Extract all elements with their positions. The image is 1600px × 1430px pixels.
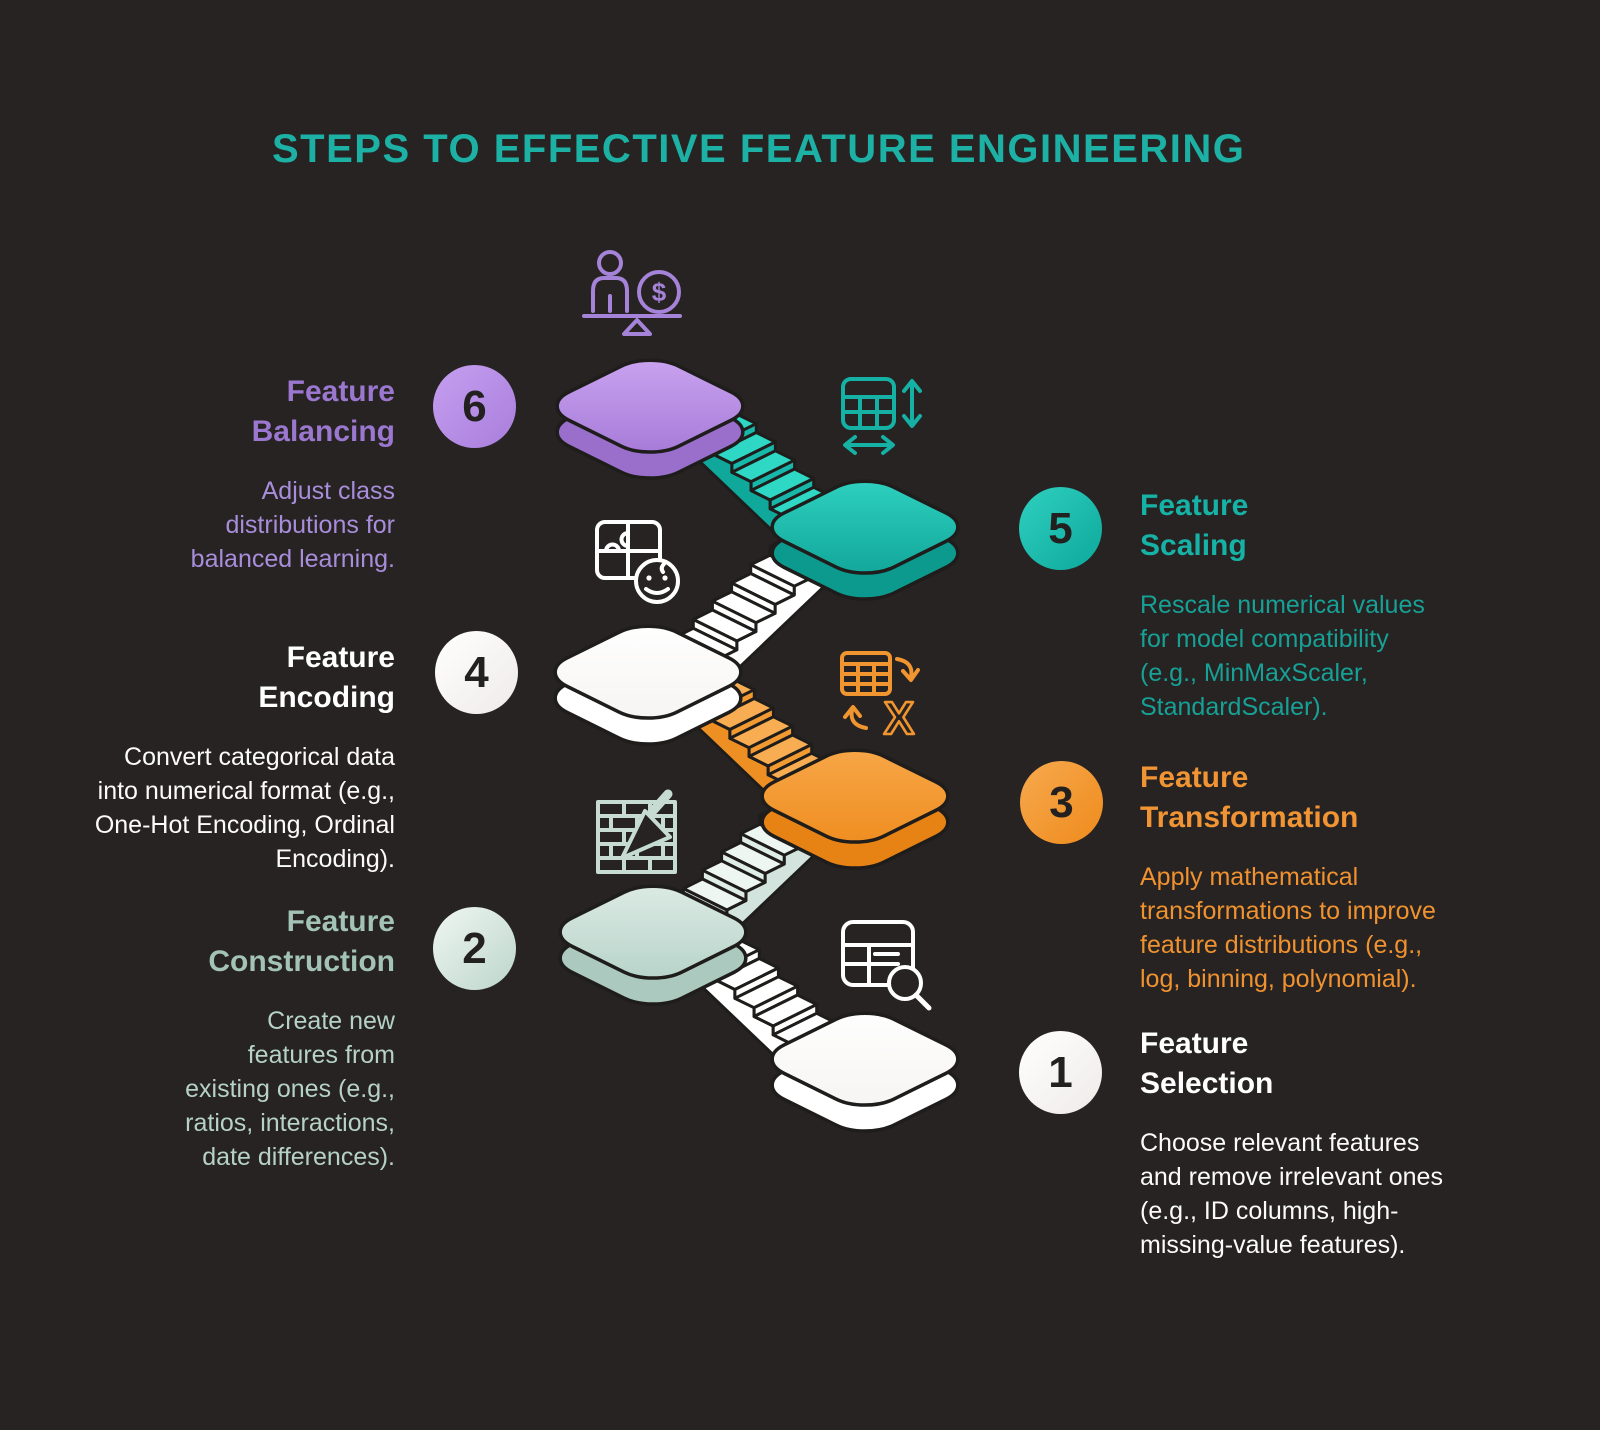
step-2-description: Create new features from existing ones (… [185,1007,395,1171]
platform-step-5 [755,473,974,607]
step-3-number: 3 [1049,777,1074,827]
step-1-description: Choose relevant features and remove irre… [1140,1129,1443,1259]
platform-step-1 [755,1005,974,1139]
step-5-number-badge: 5 [1019,487,1102,570]
step-6-number: 6 [462,381,487,431]
step-4-number-badge: 4 [435,631,518,714]
step-5-label: Feature Scaling Rescale numerical values… [1140,486,1425,724]
step-2-label: Feature Construction Create new features… [185,902,395,1174]
page-title: STEPS TO EFFECTIVE FEATURE ENGINEERING [272,126,1246,171]
step-6-description: Adjust class distributions for balanced … [190,477,395,573]
svg-text:$: $ [652,277,667,307]
step-6-title: Feature Balancing [251,375,395,448]
step-1-number: 1 [1048,1047,1073,1097]
step-5-description: Rescale numerical values for model compa… [1140,591,1425,721]
step-4-number: 4 [464,647,489,697]
platform-step-6 [540,352,759,486]
platform-step-4 [538,618,757,752]
step-3-number-badge: 3 [1020,761,1103,844]
step-1-label: Feature Selection Choose relevant featur… [1140,1024,1443,1262]
step-4-label: Feature Encoding Convert categorical dat… [95,638,395,876]
step-2-number: 2 [462,923,487,973]
step-6-label: Feature Balancing Adjust class distribut… [191,372,395,576]
svg-text:X: X [884,692,915,740]
step-4-description: Convert categorical data into numerical … [94,743,395,873]
step-3-label: Feature Transformation Apply mathematica… [1140,758,1436,996]
step-4-title: Feature Encoding [258,641,395,714]
step-5-number: 5 [1048,503,1073,553]
step-2-number-badge: 2 [433,907,516,990]
step-3-description: Apply mathematical transformations to im… [1140,863,1436,993]
puzzle-smiley-icon [595,520,680,604]
person-money-balance-icon: $ [582,250,682,336]
platform-step-2 [543,878,762,1012]
step-5-title: Feature Scaling [1140,489,1249,562]
step-2-title: Feature Construction [208,905,395,978]
step-1-title: Feature Selection [1140,1027,1274,1100]
table-transform-x-icon: X [840,651,920,740]
table-magnifier-icon [841,920,932,1011]
brick-wall-trowel-icon [596,789,677,874]
step-6-number-badge: 6 [433,365,516,448]
platform-step-3 [745,742,964,876]
step-3-title: Feature Transformation [1140,761,1359,834]
table-resize-arrows-icon [841,377,922,455]
step-1-number-badge: 1 [1019,1031,1102,1114]
